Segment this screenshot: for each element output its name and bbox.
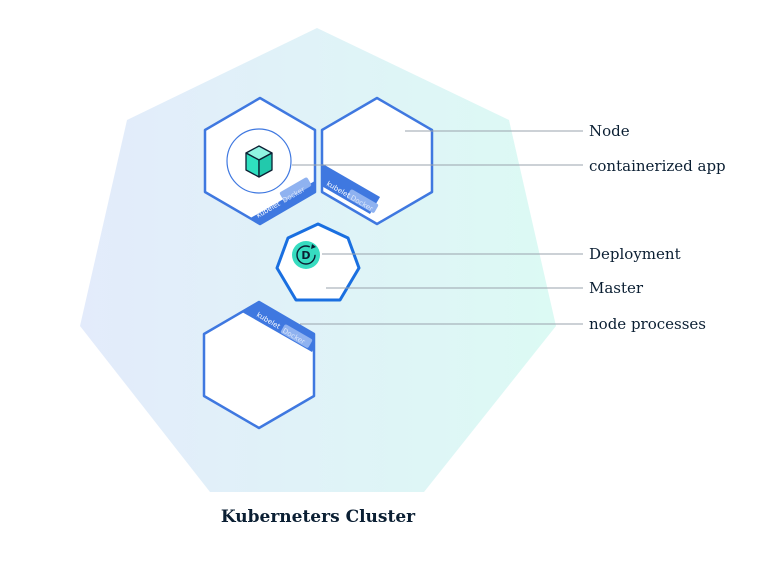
master: D	[275, 222, 361, 302]
callout-lines	[292, 130, 583, 325]
label-deployment: Deployment	[589, 245, 681, 263]
deployment-badge-letter: D	[301, 249, 310, 262]
app-pod-ring	[226, 128, 292, 194]
node-1: kubelet Docker	[203, 96, 317, 226]
node-1-tag-band	[240, 178, 315, 224]
label-master: Master	[589, 279, 644, 297]
node-2: kubelet Docker	[320, 96, 434, 226]
label-node: Node	[589, 122, 630, 140]
cluster-caption: Kuberneters Cluster	[221, 507, 416, 527]
label-node-processes: node processes	[589, 315, 706, 333]
deployment-icon: D	[292, 241, 320, 269]
label-containerized-app: containerized app	[589, 157, 726, 175]
containerized-app-icon	[245, 145, 273, 178]
node-3: kubelet Docker	[202, 300, 316, 430]
